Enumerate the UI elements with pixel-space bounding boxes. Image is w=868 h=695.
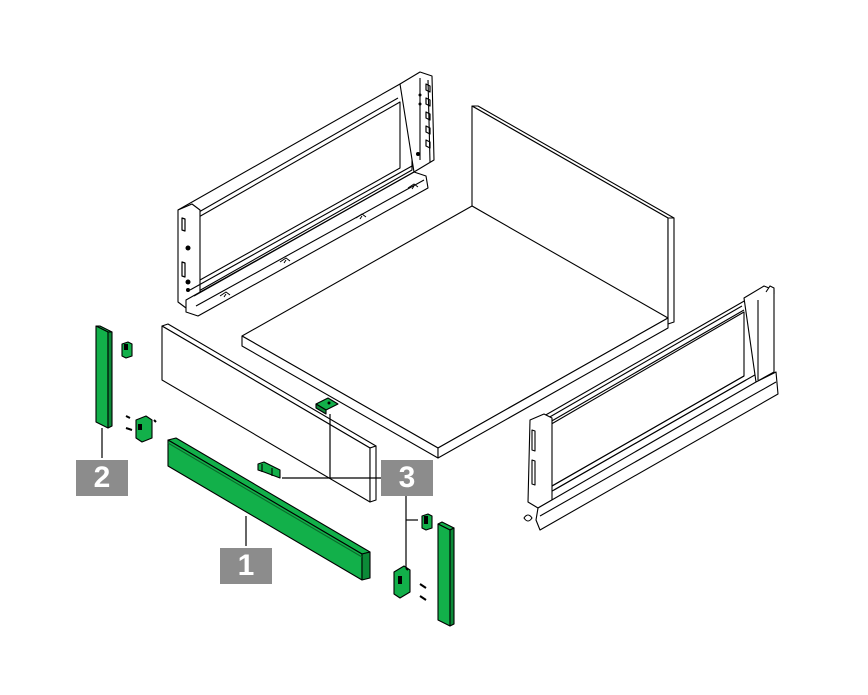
callout-label-3: 3	[381, 460, 433, 496]
left-fittings	[121, 341, 157, 443]
left-drawer-side-profile	[177, 71, 435, 317]
back-panel	[471, 105, 675, 325]
connector-fittings	[257, 397, 339, 479]
callout-3-leaders	[282, 414, 418, 568]
right-fittings	[393, 513, 433, 601]
screws	[125, 415, 157, 431]
left-side-front-strip	[95, 325, 113, 458]
front-rail-panel	[167, 437, 371, 581]
right-side-front-strip	[437, 521, 455, 627]
front-panel	[161, 323, 377, 503]
callout-label-1: 1	[220, 548, 272, 584]
right-drawer-side-profile	[523, 285, 779, 531]
drawer-bottom	[241, 205, 669, 459]
callout-label-2: 2	[76, 460, 128, 496]
screws	[405, 567, 427, 601]
